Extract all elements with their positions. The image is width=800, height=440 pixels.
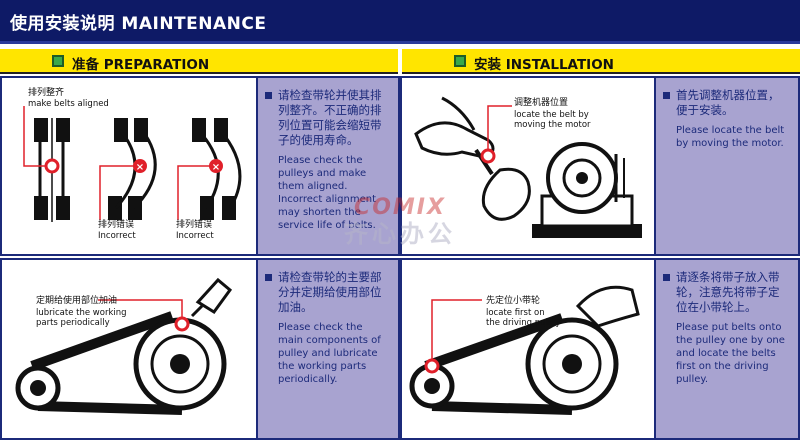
label-aligned-en: make belts aligned (28, 99, 109, 109)
label-incorrect-1-en: Incorrect (98, 231, 136, 241)
motor-text-en: Please locate the belt by moving the mot… (676, 125, 785, 149)
motor-adjust-drawing (414, 96, 642, 238)
label-motor-zh: 调整机器位置 (514, 98, 569, 108)
section-label-installation: 安装 INSTALLATION (474, 57, 614, 73)
square-bullet-icon (663, 92, 670, 99)
label-incorrect-2-zh: 排列错误 (176, 220, 213, 230)
text-panel-motor: 首先调整机器位置，便于安装。 Please locate the belt by… (654, 76, 800, 256)
illustration-alignment: × × 排列整齐 make belts aligned 排列错误 Incorre… (0, 76, 258, 256)
section-bar-preparation: 准备 PREPARATION (0, 47, 398, 74)
alignment-text-en: Please check the pulleys and make them a… (278, 155, 377, 231)
text-panel-lubricate: 请检查带轮的主要部分并定期给使用部位加油。 Please check the m… (256, 258, 400, 440)
label-lubricate-zh: 定期给使用部位加油 (36, 296, 118, 306)
label-belts-zh: 先定位小带轮 (486, 296, 541, 306)
lubricate-drawing (15, 277, 233, 415)
label-belts-en-1: locate first on (486, 308, 545, 318)
alignment-text-zh: 请检查带轮并使其排列整齐。不正确的排列位置可能会缩短带子的使用寿命。 (278, 88, 382, 147)
square-bullet-icon (265, 92, 272, 99)
label-belts-en-2: the driving pulley (486, 318, 561, 328)
square-bullet-icon (663, 274, 670, 281)
label-aligned-zh: 排列整齐 (28, 88, 65, 98)
svg-text:×: × (212, 162, 220, 173)
illustration-belts: 先定位小带轮 locate first on the driving pulle… (400, 258, 656, 440)
page-title: 使用安装说明 MAINTENANCE (10, 14, 267, 34)
text-panel-belts: 请逐条将带子放入带轮，注意先将带子定位在小带轮上。 Please put bel… (654, 258, 800, 440)
square-bullet-icon (52, 55, 64, 67)
section-bar-installation: 安装 INSTALLATION (402, 47, 800, 74)
label-incorrect-1-zh: 排列错误 (98, 220, 135, 230)
belt-install-drawing (409, 285, 640, 415)
belts-text-zh: 请逐条将带子放入带轮，注意先将带子定位在小带轮上。 (676, 270, 780, 314)
lubricate-text-zh: 请检查带轮的主要部分并定期给使用部位加油。 (278, 270, 382, 314)
motor-text-zh: 首先调整机器位置，便于安装。 (676, 88, 780, 117)
label-incorrect-2-en: Incorrect (176, 231, 214, 241)
label-lubricate-en-1: lubricate the working (36, 308, 127, 318)
section-label-preparation: 准备 PREPARATION (72, 57, 210, 73)
page-header: 使用安装说明 MAINTENANCE (0, 0, 800, 44)
svg-text:×: × (136, 162, 144, 173)
illustration-lubricate: 定期给使用部位加油 lubricate the working parts pe… (0, 258, 258, 440)
square-bullet-icon (265, 274, 272, 281)
belts-text-en: Please put belts onto the pulley one by … (676, 322, 785, 385)
pulley-alignment-drawing: × × (23, 106, 242, 222)
label-motor-en-2: moving the motor (514, 120, 591, 130)
lubricate-text-en: Please check the main components of pull… (278, 322, 381, 385)
illustration-motor: 调整机器位置 locate the belt by moving the mot… (400, 76, 656, 256)
label-motor-en-1: locate the belt by (514, 110, 589, 120)
square-bullet-icon (454, 55, 466, 67)
label-lubricate-en-2: parts periodically (36, 318, 110, 328)
text-panel-alignment: 请检查带轮并使其排列整齐。不正确的排列位置可能会缩短带子的使用寿命。 Pleas… (256, 76, 400, 256)
